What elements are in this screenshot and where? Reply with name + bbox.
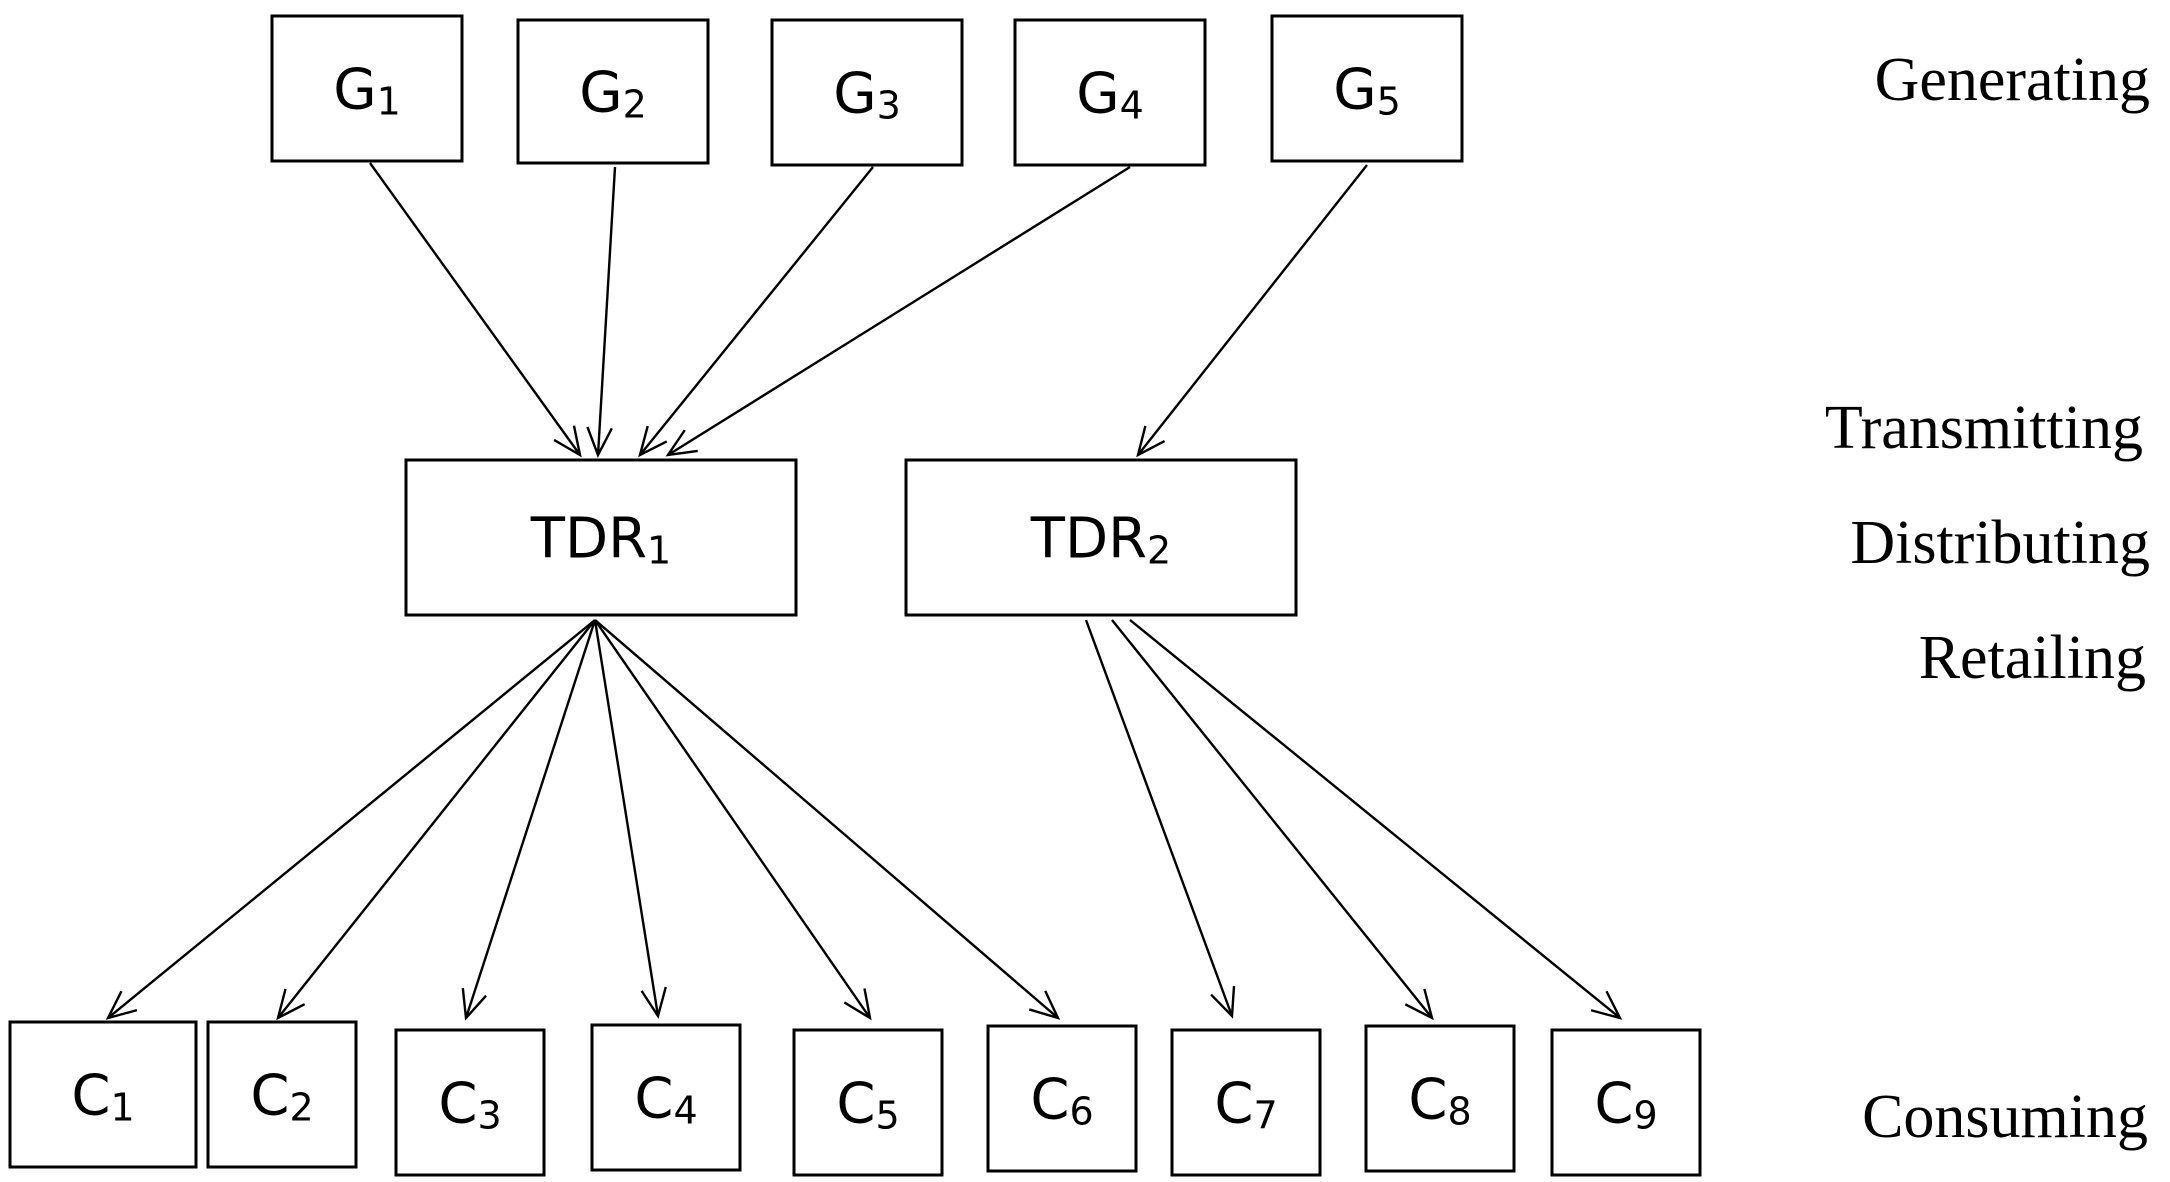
arrowhead-icon: [1210, 985, 1236, 1019]
generator-label: G4: [1076, 62, 1144, 128]
arrow-g3-to-tdr1: [638, 166, 874, 458]
arrow-tdr1-to-c4: [593, 619, 667, 1019]
generator-node-g3: G3: [770, 18, 964, 167]
consumer-label: C1: [71, 1064, 134, 1130]
edges-layer: [105, 162, 1623, 1021]
consumer-box: [8, 1020, 198, 1169]
arrow-line: [667, 165, 1131, 457]
arrow-g4-to-tdr1: [665, 165, 1131, 457]
levels-layer: Generating Transmitting Distributing Ret…: [1825, 46, 2150, 1151]
level-retailing-label: Retailing: [1919, 624, 2146, 692]
arrow-line: [639, 166, 874, 456]
arrow-tdr2-to-c8: [1111, 619, 1434, 1021]
consumer-node-c3: C3: [394, 1028, 546, 1177]
arrow-g1-to-tdr1: [369, 162, 582, 458]
consumer-label: C8: [1408, 1068, 1471, 1134]
arrow-tdr1-to-c2: [276, 619, 596, 1021]
level-transmitting-label: Transmitting: [1825, 394, 2143, 462]
consumer-label: C6: [1030, 1068, 1093, 1134]
arrowhead-icon: [843, 988, 872, 1021]
arrow-tdr1-to-c1: [105, 619, 596, 1020]
tdr-box: [404, 458, 798, 617]
generator-box: [270, 14, 464, 163]
consumer-node-c7: C7: [1170, 1028, 1322, 1177]
arrow-line: [594, 619, 1059, 1019]
consumer-box: [792, 1028, 944, 1177]
tdr-node-tdr2: TDR2: [904, 458, 1298, 617]
consumer-box: [206, 1020, 358, 1169]
consumer-box: [1170, 1028, 1322, 1177]
consumer-box: [1550, 1028, 1702, 1177]
tdr-label: TDR1: [530, 507, 671, 573]
arrowhead-icon: [638, 425, 668, 458]
generator-node-g5: G5: [1270, 14, 1464, 163]
consumer-box: [394, 1028, 546, 1177]
consumer-node-c9: C9: [1550, 1028, 1702, 1177]
generator-node-g2: G2: [516, 18, 710, 165]
generator-box: [516, 18, 710, 165]
generator-label: G5: [1333, 58, 1401, 124]
arrowhead-icon: [461, 988, 487, 1021]
arrowhead-icon: [276, 988, 306, 1021]
consumer-box: [1364, 1024, 1516, 1173]
generator-label: G1: [333, 58, 401, 124]
consumer-node-c1: C1: [8, 1020, 198, 1169]
arrow-tdr1-to-c6: [594, 619, 1061, 1020]
consumer-node-c2: C2: [206, 1020, 358, 1169]
arrowhead-icon: [586, 426, 613, 458]
arrow-line: [1111, 619, 1433, 1019]
generator-label: G2: [579, 61, 647, 127]
consumer-label: C4: [634, 1067, 697, 1133]
generator-box: [1013, 18, 1207, 167]
arrow-line: [107, 619, 596, 1019]
arrowhead-icon: [105, 990, 138, 1020]
arrow-g2-to-tdr1: [586, 166, 617, 458]
consumer-box: [590, 1023, 742, 1172]
tdr-box: [904, 458, 1298, 617]
tdr-node-tdr1: TDR1: [404, 458, 798, 617]
consumer-label: C3: [438, 1072, 501, 1138]
arrow-tdr2-to-c7: [1084, 619, 1236, 1019]
consumer-node-c5: C5: [792, 1028, 944, 1177]
level-generating-label: Generating: [1875, 46, 2150, 114]
generator-label: G3: [833, 62, 901, 128]
generator-box: [1270, 14, 1464, 163]
arrowhead-icon: [1404, 988, 1434, 1021]
arrow-line: [464, 619, 597, 1019]
arrow-line: [369, 162, 581, 456]
arrow-line: [594, 619, 871, 1019]
consumer-label: C2: [250, 1064, 313, 1130]
arrow-tdr1-to-c3: [461, 619, 597, 1021]
consumer-node-c4: C4: [590, 1023, 742, 1172]
arrow-line: [1084, 619, 1234, 1017]
arrow-g5-to-tdr2: [1136, 164, 1368, 458]
consumer-label: C5: [836, 1072, 899, 1138]
arrowhead-icon: [665, 429, 698, 457]
arrow-tdr1-to-c5: [594, 619, 872, 1021]
arrow-line: [1137, 164, 1368, 456]
tdr-label: TDR2: [1030, 507, 1171, 573]
generator-node-g4: G4: [1013, 18, 1207, 167]
arrowhead-icon: [553, 425, 582, 458]
arrowhead-icon: [1590, 990, 1623, 1020]
generator-box: [770, 18, 964, 167]
generator-node-g1: G1: [270, 14, 464, 163]
arrowhead-icon: [1028, 990, 1061, 1020]
consumer-label: C9: [1594, 1072, 1657, 1138]
arrow-line: [277, 619, 596, 1019]
consumer-node-c6: C6: [986, 1024, 1138, 1173]
level-distributing-label: Distributing: [1850, 509, 2150, 577]
arrowhead-icon: [640, 986, 667, 1019]
arrow-line: [1129, 619, 1621, 1019]
arrow-line: [596, 166, 617, 456]
consumer-label: C7: [1214, 1072, 1277, 1138]
consumer-box: [986, 1024, 1138, 1173]
level-consuming-label: Consuming: [1862, 1083, 2148, 1151]
consumer-node-c8: C8: [1364, 1024, 1516, 1173]
arrow-tdr2-to-c9: [1129, 619, 1623, 1020]
arrowhead-icon: [1136, 425, 1166, 458]
arrow-line: [593, 619, 660, 1017]
